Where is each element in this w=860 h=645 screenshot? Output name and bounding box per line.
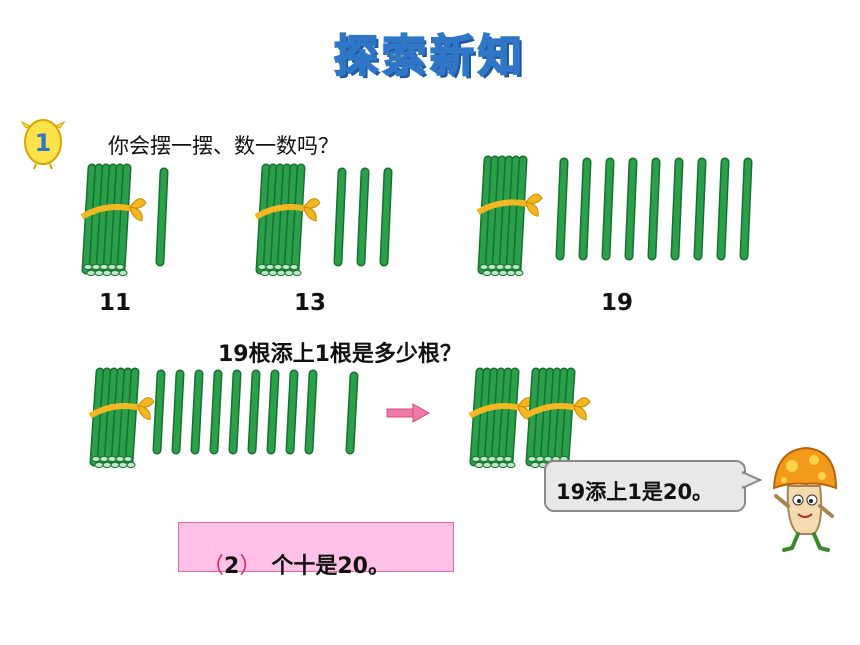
stick-bundle-5 — [468, 367, 535, 469]
loose-stick — [209, 369, 223, 455]
answer-open-paren: （ — [202, 554, 225, 579]
loose-stick — [647, 157, 661, 261]
loose-stick — [152, 369, 166, 455]
loose-stick — [379, 167, 393, 267]
answer-box — [178, 522, 454, 572]
loose-stick — [670, 157, 684, 261]
group-label-11: 11 — [99, 290, 132, 316]
stick-bundle-1 — [80, 163, 147, 277]
group-label-19: 19 — [601, 290, 634, 316]
speech-bubble-tail — [742, 470, 762, 490]
stick-bundle-4 — [88, 367, 155, 469]
loose-stick — [739, 157, 753, 261]
speech-text: 19添上1是20。 — [556, 480, 714, 504]
loose-stick — [247, 369, 261, 455]
loose-stick — [266, 369, 280, 455]
group-label-13: 13 — [294, 290, 327, 316]
mushroom-character-icon — [772, 446, 838, 552]
loose-stick — [716, 157, 730, 261]
loose-stick — [601, 157, 615, 261]
loose-stick — [171, 369, 185, 455]
stick-bundle-6 — [524, 367, 591, 469]
stick-bundle-2 — [254, 163, 321, 277]
loose-stick — [190, 369, 204, 455]
loose-stick — [228, 369, 242, 455]
stick-bundle-3 — [476, 155, 543, 277]
question-text: 你会摆一摆、数一数吗？ — [108, 134, 339, 158]
loose-stick — [624, 157, 638, 261]
answer-close-paren: ） — [239, 554, 262, 579]
loose-stick — [285, 369, 299, 455]
arrow-right-icon — [386, 403, 431, 423]
question-add-one: 19根添上1根是多少根？ — [218, 342, 462, 367]
loose-stick — [555, 157, 569, 261]
number-badge: 1 — [20, 119, 66, 170]
added-stick — [345, 371, 359, 455]
badge-number: 1 — [35, 129, 52, 157]
loose-stick — [333, 167, 347, 267]
loose-stick — [578, 157, 592, 261]
page-title: 探索新知 — [333, 30, 526, 83]
loose-stick — [155, 167, 169, 267]
answer-value: 2 — [224, 554, 240, 579]
answer-rest: 个十是20。 — [271, 554, 390, 579]
answer-sentence: （2） 个十是20。 — [202, 548, 390, 580]
speech-bubble — [544, 460, 746, 512]
loose-stick — [304, 369, 318, 455]
loose-stick — [356, 167, 370, 267]
loose-stick — [693, 157, 707, 261]
